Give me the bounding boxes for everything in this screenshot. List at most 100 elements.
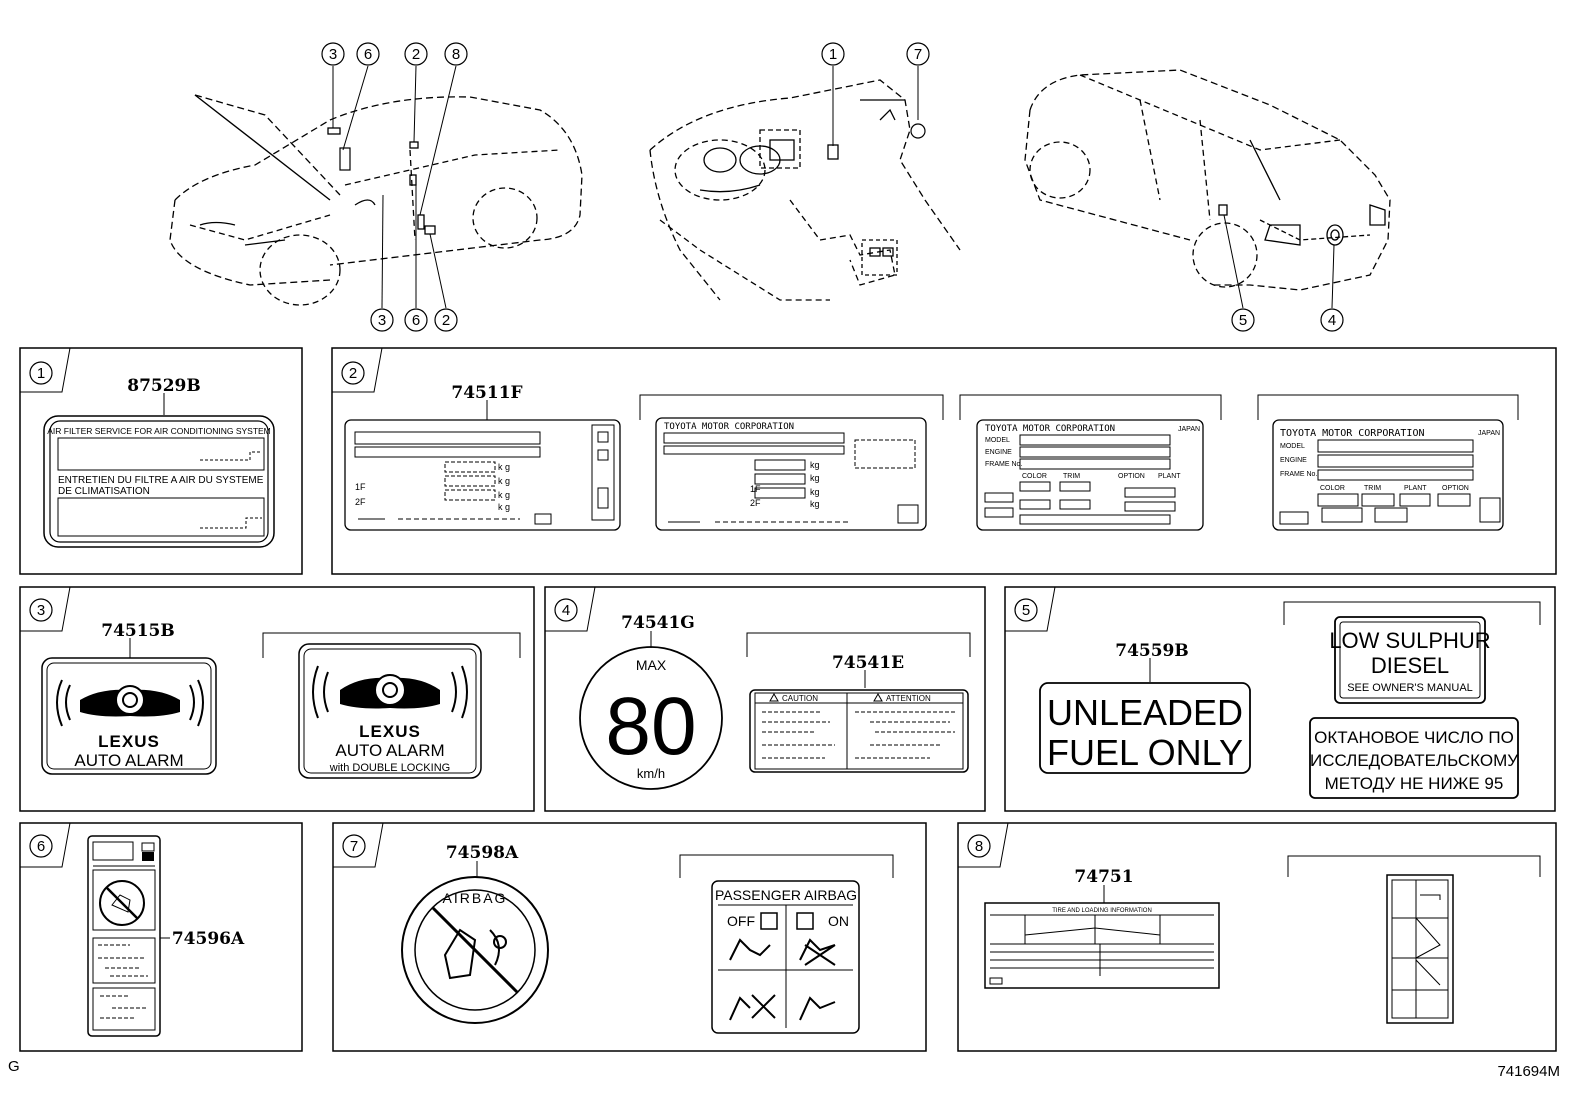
svg-text:LOW SULPHUR: LOW SULPHUR: [1329, 628, 1490, 653]
vehicle-plate-d: TOYOTA MOTOR CORPORATION JAPAN MODEL ENG…: [1272, 419, 1504, 531]
svg-text:JAPAN: JAPAN: [1478, 430, 1500, 437]
svg-text:k g: k g: [498, 462, 510, 472]
callout-dash: 1 7: [821, 42, 930, 66]
svg-text:kg: kg: [810, 473, 820, 483]
svg-text:2: 2: [442, 312, 450, 329]
panel-7: 7 74598A AIRBAG PASSENGER AIRBAG OFF ON: [332, 822, 927, 1052]
low-sulphur-diesel-label: LOW SULPHUR DIESEL SEE OWNER'S MANUAL: [1329, 616, 1491, 704]
car-alarm-icon-2: [312, 665, 468, 719]
svg-text:COLOR: COLOR: [1320, 485, 1345, 492]
svg-text:ENGINE: ENGINE: [1280, 457, 1307, 464]
part-number-74596A: 74596A: [172, 929, 245, 949]
svg-text:1F: 1F: [750, 484, 761, 494]
tire-loading-label-vertical: [1386, 874, 1454, 1024]
svg-text:MODEL: MODEL: [1280, 443, 1305, 450]
svg-text:MODEL: MODEL: [985, 437, 1010, 444]
panel-3-number: 3: [37, 602, 45, 619]
svg-text:1F: 1F: [355, 482, 366, 492]
part-number-74511F: 74511F: [451, 383, 522, 403]
svg-text:UNLEADED: UNLEADED: [1047, 692, 1243, 733]
vehicle-plate-c: TOYOTA MOTOR CORPORATION JAPAN MODEL ENG…: [976, 419, 1204, 531]
svg-text:TOYOTA MOTOR CORPORATION: TOYOTA MOTOR CORPORATION: [985, 424, 1115, 434]
svg-text:8: 8: [452, 46, 460, 63]
car-alarm-icon: [56, 679, 204, 727]
svg-text:5: 5: [1239, 312, 1247, 329]
svg-text:FRAME No.: FRAME No.: [985, 461, 1022, 468]
vehicle-plate-a: k g k g k g k g 1F 2F: [344, 419, 621, 531]
callout-rear: 5 4: [1231, 308, 1344, 332]
svg-text:PLANT: PLANT: [1158, 473, 1181, 480]
part-number-74515B: 74515B: [101, 621, 175, 641]
svg-text:k g: k g: [498, 476, 510, 486]
ac-filter-text-fr1: ENTRETIEN DU FILTRE A AIR DU SYSTEME: [58, 475, 264, 486]
svg-text:CAUTION: CAUTION: [782, 694, 818, 703]
svg-text:6: 6: [412, 312, 420, 329]
panel-5-number: 5: [1022, 602, 1030, 619]
panel-8-number: 8: [975, 838, 983, 855]
panel-2: 2 74511F k g k g k g k g 1F 2F: [331, 347, 1557, 575]
panel-2-number: 2: [349, 365, 357, 382]
svg-text:kg: kg: [810, 487, 820, 497]
auto-alarm-text-2: AUTO ALARM: [335, 741, 444, 760]
speed-value: 80: [605, 681, 696, 772]
ac-filter-text-fr2: DE CLIMATISATION: [58, 486, 150, 497]
child-seat-warning-label: [87, 835, 170, 1037]
lexus-logo: LEXUS: [98, 732, 160, 751]
svg-text:TRIM: TRIM: [1364, 485, 1381, 492]
svg-text:OPTION: OPTION: [1442, 485, 1469, 492]
svg-text:km/h: km/h: [637, 766, 665, 781]
drawing-number: 741694M: [1497, 1063, 1560, 1080]
svg-text:3: 3: [329, 46, 337, 63]
panel-4: 4 74541G MAX 80 km/h 74541E CAUTION ATTE…: [544, 586, 986, 812]
panel-8: 8 74751 TIRE AND LOADING INFORMATION: [957, 822, 1557, 1052]
callout-front-top: 3 6 2 8: [321, 42, 468, 66]
part-number-74541G: 74541G: [621, 613, 695, 633]
caution-label: CAUTION ATTENTION: [749, 689, 969, 773]
panel-4-number: 4: [562, 602, 570, 619]
auto-alarm-text: AUTO ALARM: [74, 751, 183, 770]
footer-left-code: G: [8, 1058, 20, 1075]
panel-7-number: 7: [350, 838, 358, 855]
lexus-logo-2: LEXUS: [359, 722, 421, 741]
svg-text:2F: 2F: [355, 497, 366, 507]
svg-text:JAPAN: JAPAN: [1178, 426, 1200, 433]
unleaded-fuel-label: UNLEADED FUEL ONLY: [1039, 682, 1251, 774]
svg-text:ОКТАНОВОЕ ЧИСЛО ПО: ОКТАНОВОЕ ЧИСЛО ПО: [1314, 728, 1514, 747]
ac-filter-text-en: AIR FILTER SERVICE FOR AIR CONDITIONING …: [47, 426, 271, 436]
svg-text:7: 7: [914, 46, 922, 63]
svg-text:TOYOTA MOTOR CORPORATION: TOYOTA MOTOR CORPORATION: [1280, 428, 1425, 439]
sensor-mark: [910, 123, 926, 139]
passenger-airbag-label: PASSENGER AIRBAG OFF ON: [711, 880, 860, 1034]
svg-text:k g: k g: [498, 490, 510, 500]
svg-text:МЕТОДУ НЕ НИЖЕ 95: МЕТОДУ НЕ НИЖЕ 95: [1325, 774, 1504, 793]
part-number-74598A: 74598A: [446, 843, 519, 863]
svg-text:2F: 2F: [750, 498, 761, 508]
svg-text:PLANT: PLANT: [1404, 485, 1427, 492]
svg-text:2: 2: [412, 46, 420, 63]
rear-car-leaders: [1223, 214, 1335, 309]
svg-text:4: 4: [1328, 312, 1336, 329]
callout-front-bottom: 3 6 2: [370, 308, 458, 332]
svg-text:PASSENGER AIRBAG: PASSENGER AIRBAG: [715, 887, 857, 903]
svg-text:SEE OWNER'S MANUAL: SEE OWNER'S MANUAL: [1347, 682, 1473, 694]
svg-text:1: 1: [829, 46, 837, 63]
rear-car-illustration: [1024, 69, 1391, 291]
svg-text:FRAME No.: FRAME No.: [1280, 471, 1317, 478]
svg-text:MAX: MAX: [636, 657, 667, 673]
svg-text:FUEL ONLY: FUEL ONLY: [1047, 732, 1243, 773]
svg-text:TOYOTA MOTOR CORPORATION: TOYOTA MOTOR CORPORATION: [664, 422, 794, 432]
octane-russian-label: ОКТАНОВОЕ ЧИСЛО ПО ИССЛЕДОВАТЕЛЬСКОМУ МЕ…: [1309, 717, 1519, 799]
part-number-74751: 74751: [1074, 867, 1133, 887]
svg-text:TRIM: TRIM: [1063, 473, 1080, 480]
svg-text:kg: kg: [810, 460, 820, 470]
svg-text:ON: ON: [828, 913, 849, 929]
panel-1: 1 87529B AIR FILTER SERVICE FOR AIR COND…: [19, 347, 303, 575]
panel-5: 5 74559B UNLEADED FUEL ONLY LOW SULPHUR …: [1004, 586, 1556, 812]
auto-alarm-label: LEXUS AUTO ALARM: [41, 657, 217, 775]
part-number-74559B: 74559B: [1115, 641, 1189, 661]
part-number-74541E: 74541E: [832, 653, 904, 673]
svg-text:DIESEL: DIESEL: [1371, 653, 1449, 678]
svg-text:6: 6: [364, 46, 372, 63]
airbag-warning-sticker: AIRBAG: [401, 876, 549, 1024]
